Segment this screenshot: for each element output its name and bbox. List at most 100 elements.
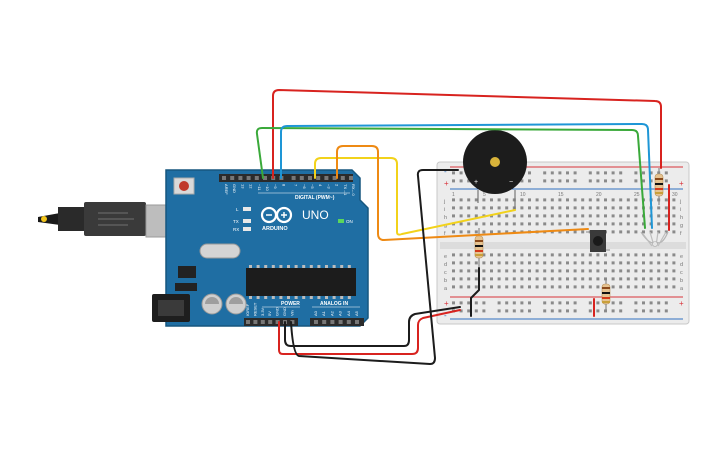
power-pin-hole[interactable] [268,320,273,324]
breadboard-hole[interactable] [490,206,493,210]
breadboard[interactable]: + - - + + + j i h g f e d c b a j i h g … [436,161,690,325]
analog-pin-hole[interactable] [355,320,359,324]
breadboard-hole[interactable] [482,261,486,265]
breadboard-hole[interactable] [467,230,471,234]
digital-pin-hole[interactable] [246,176,251,180]
breadboard-hole[interactable] [452,261,455,265]
breadboard-hole[interactable] [604,269,607,273]
breadboard-hole[interactable] [634,206,638,210]
rail-hole[interactable] [505,301,509,305]
breadboard-hole[interactable] [672,269,676,273]
breadboard-hole[interactable] [505,206,509,210]
breadboard-hole[interactable] [482,206,486,210]
breadboard-hole[interactable] [626,285,630,289]
breadboard-hole[interactable] [520,285,524,289]
breadboard-hole[interactable] [467,206,471,210]
breadboard-hole[interactable] [535,222,539,226]
breadboard-hole[interactable] [512,277,516,281]
breadboard-hole[interactable] [604,214,607,218]
rail-hole[interactable] [619,309,623,313]
breadboard-hole[interactable] [581,230,585,234]
breadboard-hole[interactable] [520,198,524,202]
breadboard-hole[interactable] [550,198,554,202]
rail-hole[interactable] [619,179,623,183]
breadboard-hole[interactable] [520,214,524,218]
rail-hole[interactable] [459,171,463,175]
breadboard-hole[interactable] [664,253,668,257]
breadboard-hole[interactable] [467,261,471,265]
breadboard-hole[interactable] [566,277,569,281]
wire-red-pin12[interactable] [272,89,662,179]
breadboard-hole[interactable] [497,253,501,257]
rail-hole[interactable] [642,179,645,183]
breadboard-hole[interactable] [657,222,661,226]
breadboard-hole[interactable] [535,261,539,265]
rail-hole[interactable] [550,171,554,175]
power-pin-hole[interactable] [246,320,250,324]
rail-hole[interactable] [528,309,531,313]
breadboard-hole[interactable] [634,222,638,226]
breadboard-hole[interactable] [459,261,463,265]
rail-hole[interactable] [558,179,562,183]
breadboard-hole[interactable] [664,206,668,210]
breadboard-hole[interactable] [558,206,562,210]
breadboard-hole[interactable] [611,214,615,218]
rail-hole[interactable] [664,309,668,313]
breadboard-hole[interactable] [619,277,623,281]
breadboard-hole[interactable] [566,230,569,234]
digital-pin-hole[interactable] [299,176,304,180]
breadboard-hole[interactable] [467,269,471,273]
breadboard-hole[interactable] [588,285,592,289]
breadboard-hole[interactable] [558,198,562,202]
rail-hole[interactable] [452,179,455,183]
rail-hole[interactable] [482,309,486,313]
breadboard-hole[interactable] [581,198,585,202]
breadboard-hole[interactable] [528,261,531,265]
rail-hole[interactable] [642,301,645,305]
rail-hole[interactable] [573,309,577,313]
analog-pin-hole[interactable] [322,320,327,324]
digital-pin-hole[interactable] [316,176,321,180]
breadboard-hole[interactable] [512,253,516,257]
breadboard-hole[interactable] [558,230,562,234]
breadboard-hole[interactable] [505,222,509,226]
wire-black-gnd-2[interactable] [290,169,459,365]
rail-hole[interactable] [619,301,623,305]
breadboard-hole[interactable] [566,214,569,218]
breadboard-hole[interactable] [657,206,661,210]
breadboard-hole[interactable] [490,230,493,234]
breadboard-hole[interactable] [611,206,615,210]
breadboard-hole[interactable] [497,206,501,210]
breadboard-hole[interactable] [588,206,592,210]
analog-pin-hole[interactable] [346,320,351,324]
breadboard-hole[interactable] [649,277,653,281]
breadboard-hole[interactable] [497,269,501,273]
breadboard-hole[interactable] [505,261,509,265]
breadboard-hole[interactable] [490,261,493,265]
breadboard-hole[interactable] [657,214,661,218]
reset-button-cap[interactable] [179,181,189,191]
breadboard-hole[interactable] [619,214,623,218]
rail-hole[interactable] [596,179,600,183]
breadboard-hole[interactable] [505,277,509,281]
breadboard-hole[interactable] [664,269,668,273]
breadboard-hole[interactable] [520,277,524,281]
power-pin-hole[interactable] [290,320,295,324]
breadboard-hole[interactable] [505,214,509,218]
rail-hole[interactable] [558,171,562,175]
breadboard-hole[interactable] [611,261,615,265]
breadboard-hole[interactable] [581,253,585,257]
rail-hole[interactable] [588,301,592,305]
rail-hole[interactable] [664,301,668,305]
breadboard-hole[interactable] [558,214,562,218]
rail-hole[interactable] [649,179,653,183]
breadboard-hole[interactable] [543,253,547,257]
breadboard-hole[interactable] [634,198,638,202]
rail-hole[interactable] [596,301,600,305]
breadboard-hole[interactable] [573,253,577,257]
breadboard-hole[interactable] [596,277,600,281]
breadboard-hole[interactable] [528,206,531,210]
rail-hole[interactable] [459,301,463,305]
breadboard-hole[interactable] [535,253,539,257]
rail-hole[interactable] [482,301,486,305]
